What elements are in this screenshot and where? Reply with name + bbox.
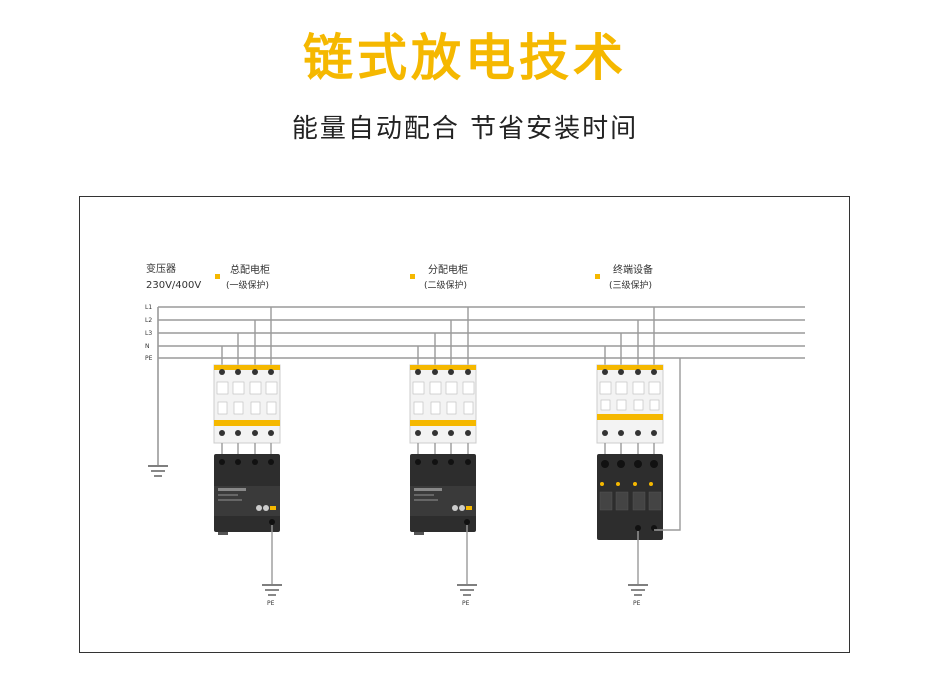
line-label-l1: L1 xyxy=(145,304,152,311)
stage-3-ground-icon xyxy=(628,584,648,596)
stage-1-ground-icon xyxy=(262,584,282,596)
stage-3-surge-protector xyxy=(597,454,663,540)
stage-1-name: 总配电柜 xyxy=(230,263,270,276)
line-label-l3: L3 xyxy=(145,330,152,337)
line-label-pe: PE xyxy=(145,355,153,362)
stage-2-level: (二级保护) xyxy=(424,279,467,291)
stage-2-surge-protector xyxy=(410,454,476,535)
stage-2-marker xyxy=(410,274,415,279)
line-label-n: N xyxy=(145,343,150,350)
stage-2-ground-icon xyxy=(457,584,477,596)
transformer-name: 变压器 xyxy=(146,262,176,275)
stage-1-marker xyxy=(215,274,220,279)
line-label-l2: L2 xyxy=(145,317,152,324)
page-title: 链式放电技术 xyxy=(303,29,627,87)
stage-2-breaker-modules xyxy=(409,364,477,444)
stage-1-breaker-modules xyxy=(213,364,281,444)
stage-1-level: (一级保护) xyxy=(226,279,269,291)
stage-3-marker xyxy=(595,274,600,279)
stage-3-breaker-modules xyxy=(596,364,664,444)
stage-2-name: 分配电柜 xyxy=(428,263,468,276)
page-subtitle: 能量自动配合 节省安装时间 xyxy=(291,114,639,144)
diagram-frame xyxy=(79,196,850,653)
stage-1-surge-protector xyxy=(214,454,280,535)
transformer-voltage: 230V/400V xyxy=(146,280,201,291)
stage-3-name: 终端设备 xyxy=(613,263,653,276)
stage-1-ground-label: PE xyxy=(267,600,275,607)
stage-2-ground-label: PE xyxy=(462,600,470,607)
stage-1-spd: PE xyxy=(213,307,282,607)
stage-3-level: (三级保护) xyxy=(609,279,652,291)
stage-3-spd: PE xyxy=(596,307,681,607)
stage-3-ground-label: PE xyxy=(633,600,641,607)
bus-lines xyxy=(157,306,805,465)
stage-2-spd: PE xyxy=(409,307,477,607)
transformer-ground-icon xyxy=(148,465,168,477)
